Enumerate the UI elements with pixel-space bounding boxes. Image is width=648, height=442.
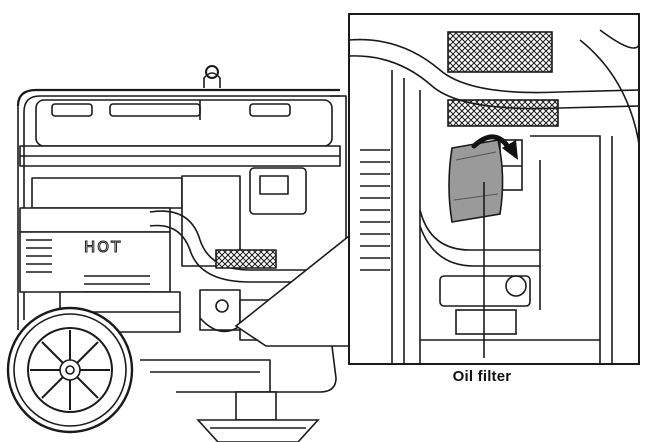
hot-warning-label: HOT (84, 238, 122, 256)
oil-filter (448, 139, 504, 223)
oil-filter-label: Oil filter (452, 368, 512, 385)
wheel-icon (6, 306, 134, 434)
generator-stand (196, 391, 320, 442)
curved-arrow-icon (471, 134, 518, 160)
inset-detail-panel (348, 13, 640, 365)
generator-body (16, 65, 347, 393)
